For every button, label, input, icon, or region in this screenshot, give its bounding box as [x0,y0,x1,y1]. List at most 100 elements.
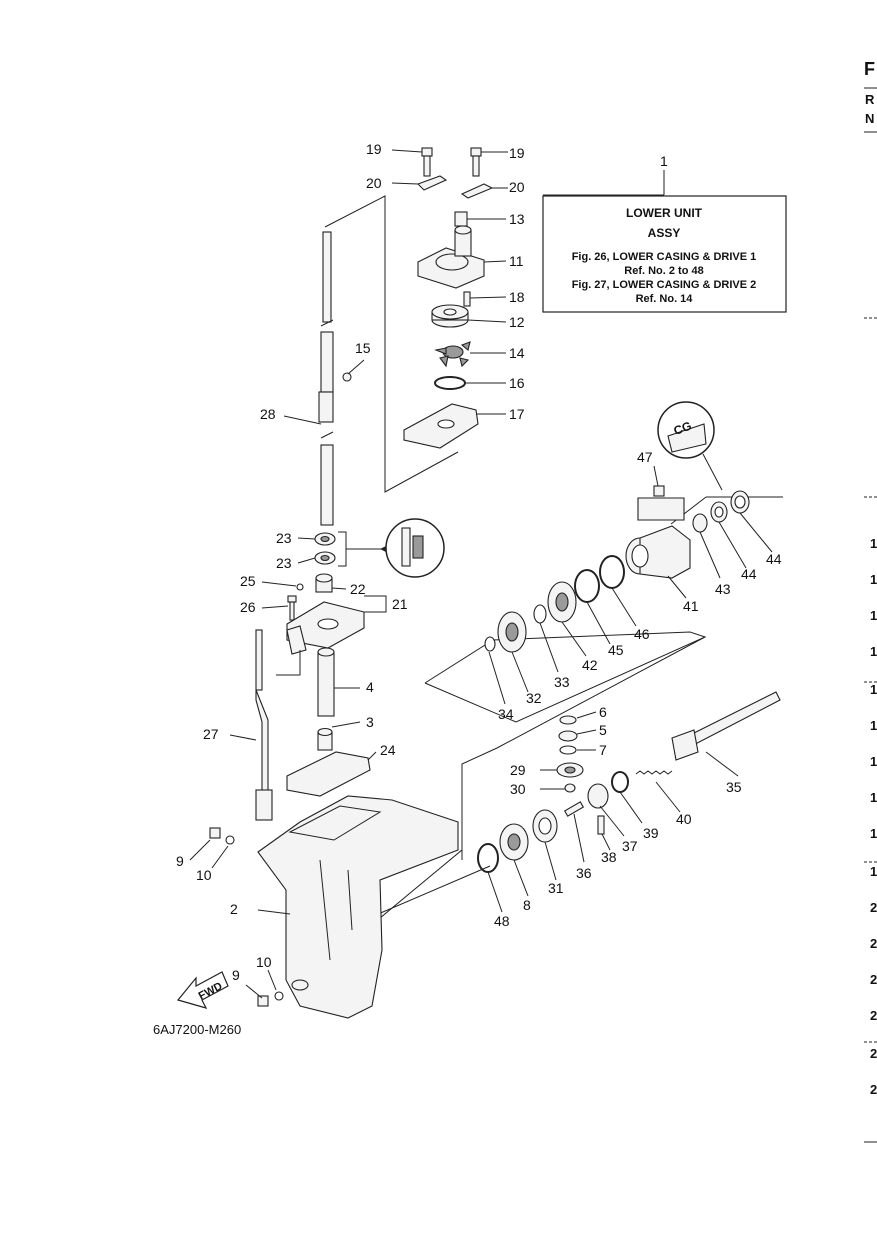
callout-42: 42 [582,657,598,673]
edge-digit: 2 [870,936,877,951]
callout-26: 26 [240,599,256,615]
upper-bracket-parts [276,573,387,676]
edge-digit: 2 [870,1082,877,1097]
callout-31: 31 [548,880,564,896]
callout-16: 16 [509,375,525,391]
callout-18: 18 [509,289,525,305]
callout-11: 11 [509,253,524,269]
propeller-shaft-part [671,691,781,761]
callout-13: 13 [509,211,525,227]
callout-5: 5 [599,722,607,738]
edge-letter: R [865,92,875,107]
info-box-title: LOWER UNIT [626,206,703,220]
info-box-line-4: Ref. No. 14 [636,293,694,305]
callout-20: 20 [366,175,382,191]
reverse-gear-parts [477,770,673,873]
callout-45: 45 [608,642,624,658]
callout-9: 9 [176,853,184,869]
grease-cg-label: CG [672,419,694,438]
callout-10: 10 [256,954,272,970]
edge-digit: 1 [870,718,877,733]
callout-labels: 19 19 20 20 13 11 18 12 14 16 17 15 28 2… [176,141,782,983]
edge-digit: 2 [870,900,877,915]
info-box-line-3: Fig. 27, LOWER CASING & DRIVE 2 [572,279,757,291]
edge-digit: 1 [870,608,877,623]
callout-8: 8 [523,897,531,913]
diagram-code: 6AJ7200-M260 [153,1022,241,1037]
callout-44: 44 [766,551,782,567]
callout-40: 40 [676,811,692,827]
callout-37: 37 [622,838,638,854]
fwd-arrow-icon: FWD [176,971,229,1009]
sleeves-and-plate [286,647,371,797]
assembly-bracket-lines [324,195,783,919]
edge-digit: 1 [870,682,877,697]
callout-22: 22 [350,581,366,597]
callout-29: 29 [510,762,526,778]
edge-letter: F [864,59,875,79]
info-box-subtitle: ASSY [648,226,681,240]
callout-43: 43 [715,581,731,597]
callout-7: 7 [599,742,607,758]
edge-digit: 1 [870,754,877,769]
pinion-parts [556,715,584,793]
callout-14: 14 [509,345,525,361]
callout-36: 36 [576,865,592,881]
callout-17: 17 [509,406,525,422]
callout-44: 44 [741,566,757,582]
callout-33: 33 [554,674,570,690]
callout-3: 3 [366,714,374,730]
callout-34: 34 [498,706,514,722]
callout-30: 30 [510,781,526,797]
callout-41: 41 [683,598,699,614]
callout-24: 24 [380,742,396,758]
callout-4: 4 [366,679,374,695]
drive-shaft-part [318,231,352,526]
lower-casing-part [257,795,459,1019]
callout-21: 21 [392,596,408,612]
edge-digit: 1 [870,572,877,587]
edge-digit: 2 [870,1046,877,1061]
callout-28: 28 [260,406,276,422]
callout-19: 19 [366,141,382,157]
edge-digit: 1 [870,644,877,659]
info-box-line-2: Ref. No. 2 to 48 [624,265,703,277]
callout-25: 25 [240,573,256,589]
callout-35: 35 [726,779,742,795]
callout-27: 27 [203,726,219,742]
right-edge-fragment: F R N 1 1 1 1 1 1 1 1 1 1 2 2 2 2 2 2 [864,59,877,1143]
callout-48: 48 [494,913,510,929]
edge-digit: 1 [870,826,877,841]
callout-23: 23 [276,530,292,546]
lower-unit-info-box: 1 LOWER UNIT ASSY Fig. 26, LOWER CASING … [542,153,787,313]
bearing-group [314,518,445,578]
edge-digit: 1 [870,864,877,879]
callout-32: 32 [526,690,542,706]
callout-15: 15 [355,340,371,356]
leader-lines [229,149,773,915]
info-box-line-1: Fig. 26, LOWER CASING & DRIVE 1 [572,251,757,263]
callout-20: 20 [509,179,525,195]
edge-digit: 2 [870,972,877,987]
callout-23: 23 [276,555,292,571]
screw-washer-parts [189,827,284,1007]
callout-19: 19 [509,145,525,161]
callout-47: 47 [637,449,653,465]
edge-digit: 1 [870,536,877,551]
forward-gear-parts [484,581,577,653]
callout-9: 9 [232,967,240,983]
shift-rod-part [255,629,273,821]
callout-1: 1 [660,153,668,169]
callout-39: 39 [643,825,659,841]
callout-46: 46 [634,626,650,642]
water-pump-parts [403,147,494,449]
edge-digit: 2 [870,1008,877,1023]
callout-38: 38 [601,849,617,865]
edge-digit: 1 [870,790,877,805]
callout-12: 12 [509,314,525,330]
callout-6: 6 [599,704,607,720]
callout-2: 2 [230,901,238,917]
callout-10: 10 [196,867,212,883]
prop-shaft-housing-parts: CG [574,401,750,603]
